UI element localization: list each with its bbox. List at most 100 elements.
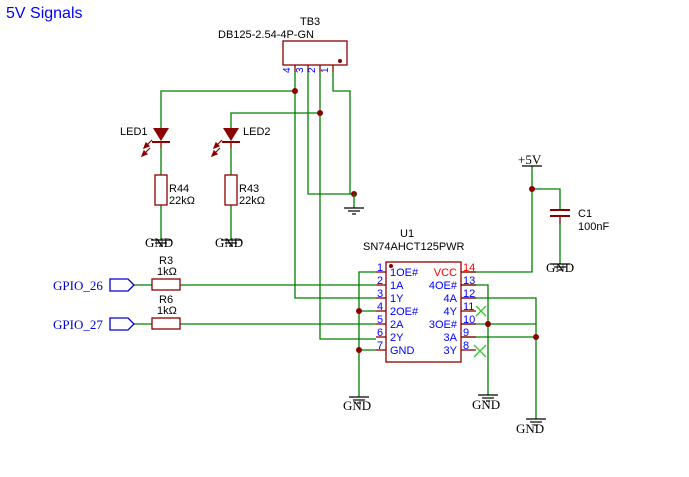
junctions — [292, 88, 539, 353]
power-5v: +5V — [518, 152, 542, 167]
gpio26-label: GPIO_26 — [53, 278, 103, 293]
u1-pin-name: 4Y — [444, 306, 458, 318]
net-port-gpio27: GPIO_27 — [53, 317, 135, 332]
u1-pin-number: 3 — [377, 288, 383, 300]
junction — [356, 347, 362, 353]
u1-pin-name: 1A — [390, 280, 404, 292]
wire-5v-c1 — [532, 188, 561, 210]
r44-body — [154, 174, 168, 206]
r43-designator: R43 — [239, 183, 259, 195]
u1-pin-number: 9 — [463, 327, 469, 339]
wire-4a-gnd — [461, 297, 537, 405]
tb3-designator: TB3 — [300, 16, 320, 28]
u1-pin-8: 83Y — [444, 340, 476, 357]
r44-value: 22kΩ — [169, 195, 195, 207]
led1-triangle — [153, 128, 169, 141]
wire-1oe-gnd — [358, 271, 376, 383]
u1-pin-10: 10 3OE# — [429, 314, 476, 331]
led1: LED1 — [120, 126, 170, 158]
wires — [134, 72, 561, 405]
u1-pin-7: 7 GND — [376, 340, 415, 357]
r43-value: 22kΩ — [239, 195, 265, 207]
no-connect-marks — [473, 305, 487, 358]
u1-designator: U1 — [400, 228, 414, 240]
gnd-label: GND — [343, 398, 371, 413]
u1-pin-9: 9 3A — [444, 327, 476, 344]
u1-part: SN74AHCT125PWR — [363, 241, 465, 253]
u1-pin-name: 3A — [444, 332, 458, 344]
u1-pin-name: 1Y — [390, 293, 404, 305]
u1-pin-number: 6 — [377, 327, 383, 339]
connector-tb3: TB3 DB125-2.54-4P-GN 4 3 2 1 — [218, 16, 348, 73]
u1-pin-number: 7 — [377, 340, 383, 352]
tb3-pin-3: 3 — [295, 67, 306, 73]
wire-tb3-pin1-gnd — [332, 72, 351, 194]
u1-pin-number: 11 — [463, 301, 474, 313]
u1-pin-number: 12 — [463, 288, 475, 300]
r3-body — [151, 278, 181, 291]
u1-pin-11: 11 4Y — [444, 301, 476, 318]
u1-pin-name: 3OE# — [429, 319, 458, 331]
u1-pin1-dot — [389, 264, 393, 268]
u1-pin-number: 5 — [377, 314, 383, 326]
gpio27-port-shape — [109, 317, 135, 331]
capacitor-c1: C1 100nF — [550, 208, 609, 233]
u1-pin-name: 2A — [390, 319, 404, 331]
led2-triangle — [223, 128, 239, 141]
led1-light-arrows — [140, 139, 153, 158]
u1-pin-6: 6 2Y — [376, 327, 404, 344]
u1-pin-name: 2OE# — [390, 306, 419, 318]
u1-pin-12: 12 4A — [444, 288, 476, 305]
u1-pin-number: 2 — [377, 275, 383, 287]
wire-tb3-pin2-gnd — [307, 72, 354, 195]
u1-pin-name: 4OE# — [429, 280, 458, 292]
gnd-label: GND — [472, 397, 500, 412]
no-connect-pin11 — [475, 305, 487, 317]
tb3-part: DB125-2.54-4P-GN — [218, 29, 314, 41]
r43-body — [224, 174, 238, 206]
u1-pin-name: 2Y — [390, 332, 404, 344]
u1-pin-number: 13 — [463, 275, 475, 287]
gpio26-port-shape — [109, 278, 135, 292]
u1-pin-name: VCC — [434, 267, 457, 279]
sheet-title: 5V Signals — [6, 5, 83, 22]
u1-pin-name: 4A — [444, 293, 458, 305]
led2: LED2 — [210, 126, 271, 158]
gnd-label: GND — [215, 235, 243, 250]
tb3-pin-1: 1 — [320, 67, 331, 73]
wire-pin4-u1-1y — [294, 91, 376, 299]
led1-designator: LED1 — [120, 126, 148, 138]
gnd-label: GND — [546, 260, 574, 275]
u1-pin-number: 8 — [463, 340, 469, 352]
wire-pin3-u1-2y — [319, 113, 376, 340]
u1-pin-13: 13 4OE# — [429, 275, 476, 292]
r6-value: 1kΩ — [157, 305, 177, 317]
junction — [533, 334, 539, 340]
u1-pin-3: 3 1Y — [376, 288, 404, 305]
tb3-pin1-dot — [338, 59, 342, 63]
resistor-r43: R43 22kΩ — [224, 174, 265, 207]
u1-pin-5: 5 2A — [376, 314, 404, 331]
gnd-label: GND — [145, 235, 173, 250]
tb3-body — [282, 40, 348, 66]
r44-designator: R44 — [169, 183, 189, 195]
gnd-labels: GND GND GND GND GND GND — [145, 235, 574, 436]
resistor-r6: R6 1kΩ — [151, 294, 181, 330]
led2-light-arrows — [210, 139, 223, 158]
resistor-r3: R3 1kΩ — [151, 255, 181, 291]
gnd-symbol-tb3 — [343, 193, 365, 215]
r6-body — [151, 317, 181, 330]
r3-value: 1kΩ — [157, 266, 177, 278]
net-port-gpio26: GPIO_26 — [53, 278, 135, 293]
u1-pin-name: GND — [390, 345, 415, 357]
u1-body — [385, 261, 462, 363]
u1-pin-number: 10 — [463, 314, 475, 326]
tb3-pin-2: 2 — [307, 67, 318, 73]
